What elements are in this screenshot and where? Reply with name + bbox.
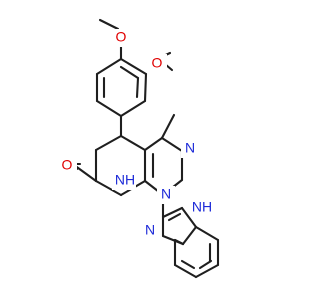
label-bg-n-lower — [157, 186, 175, 204]
label-bg-n-benzimidazole — [141, 222, 159, 240]
atom-o-top: O — [116, 29, 127, 45]
label-bg-o-carbonyl — [57, 157, 77, 175]
molecule-canvas: O O N N NH NH O N — [57, 18, 220, 279]
label-bg-nh-benzimidazole — [190, 199, 214, 217]
atom-n-lower: N — [161, 186, 171, 202]
atom-labels: O O N N NH NH O N — [57, 29, 214, 240]
atom-o-right: O — [152, 55, 163, 71]
bond-lines — [59, 18, 220, 279]
label-bg-n-right — [181, 140, 199, 158]
atom-n-right: N — [185, 140, 195, 156]
atom-o-carbonyl: O — [62, 157, 73, 173]
label-bg-o-top — [110, 29, 130, 47]
label-bg-nh-lactam — [112, 172, 136, 190]
atom-nh-lactam: NH — [115, 172, 135, 188]
molecule-diagram: O O N N NH NH O N — [57, 18, 220, 279]
atom-n-benzimidazole: N — [145, 222, 155, 238]
atom-nh-benzimidazole: NH — [192, 199, 212, 215]
label-bg-o-right — [147, 54, 167, 72]
